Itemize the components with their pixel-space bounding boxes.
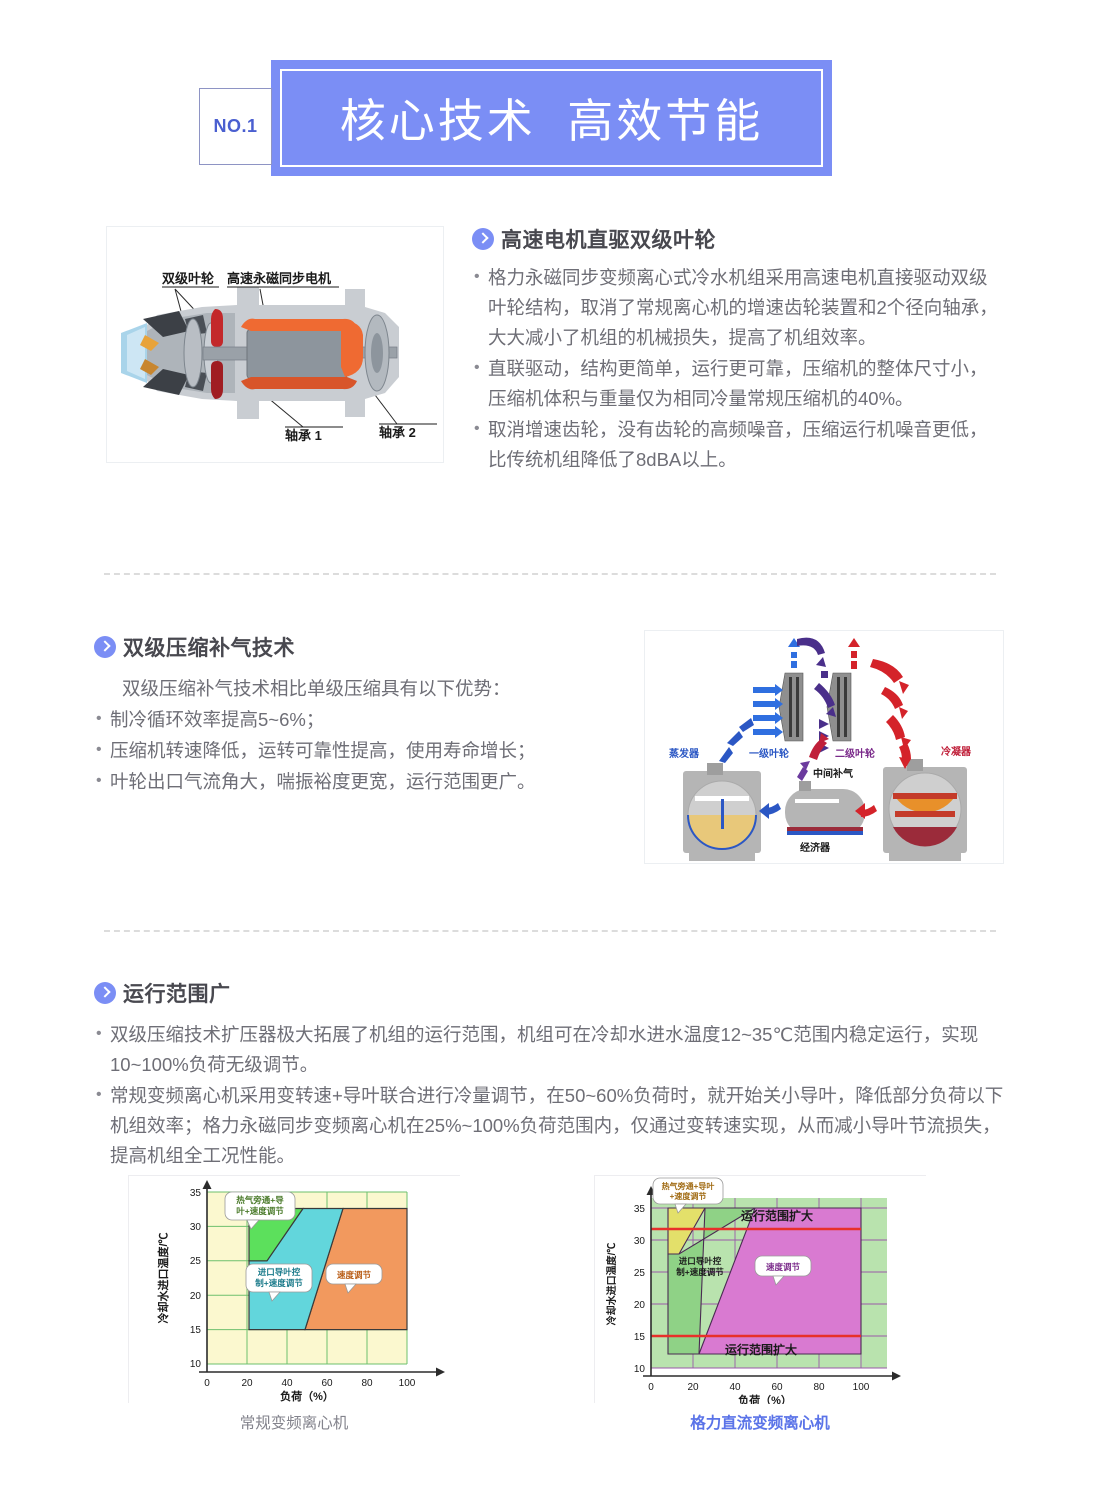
bullet-list: 双级压缩技术扩压器极大拓展了机组的运行范围，机组可在冷却水进水温度12~35℃范… (94, 1019, 1004, 1171)
header-title-inner-border: 核心技术 高效节能 (280, 69, 823, 167)
page-title: 核心技术 高效节能 (339, 95, 764, 147)
page-header: NO.1 核心技术 高效节能 (0, 0, 1100, 200)
header-title-bar: 核心技术 高效节能 (271, 60, 832, 176)
svg-text:25: 25 (634, 1268, 646, 1279)
refrigeration-cycle-figure: 蒸发器 经济器 冷凝器 一级叶轮 (644, 630, 1004, 864)
svg-text:冷凝器: 冷凝器 (941, 745, 972, 758)
svg-text:35: 35 (634, 1204, 646, 1215)
chart-conventional-vfd-centrifugal: 35 30 25 20 15 10 0 20 40 60 80 100 负荷（%… (128, 1175, 461, 1404)
svg-text:热气旁通+导: 热气旁通+导 (236, 1195, 284, 1205)
svg-text:经济器: 经济器 (800, 841, 831, 854)
svg-text:15: 15 (634, 1332, 646, 1343)
compressor-cutaway-figure: 双级叶轮 高速永磁同步电机 轴承 1 轴承 2 (106, 226, 444, 463)
list-item: 格力永磁同步变频离心式冷水机组采用高速电机直接驱动双级叶轮结构，取消了常规离心机… (472, 262, 1002, 353)
svg-text:100: 100 (399, 1378, 416, 1389)
section-number-badge: NO.1 (199, 88, 272, 165)
svg-text:60: 60 (771, 1382, 783, 1393)
svg-text:运行范围扩大: 运行范围扩大 (741, 1208, 813, 1223)
svg-text:15: 15 (190, 1325, 202, 1336)
section-number-label: NO.1 (213, 116, 258, 136)
list-item: 直联驱动，结构更简单，运行更可靠，压缩机的整体尺寸小，压缩机体积与重量仅为相同冷… (472, 353, 1002, 414)
chevron-right-icon (94, 636, 116, 658)
list-item: 制冷循环效率提高5~6%； (94, 704, 614, 735)
svg-text:20: 20 (190, 1291, 202, 1302)
svg-text:40: 40 (729, 1382, 741, 1393)
list-item: 双级压缩技术扩压器极大拓展了机组的运行范围，机组可在冷却水进水温度12~35℃范… (94, 1019, 1004, 1080)
svg-text:负荷（%）: 负荷（%） (738, 1393, 792, 1404)
svg-text:进口导叶控: 进口导叶控 (679, 1256, 722, 1266)
svg-text:20: 20 (241, 1378, 253, 1389)
svg-text:20: 20 (687, 1382, 699, 1393)
chevron-right-icon (472, 228, 494, 250)
svg-text:中间补气: 中间补气 (813, 767, 853, 780)
section-lead-text: 双级压缩补气技术相比单级压缩具有以下优势： (122, 678, 511, 699)
section-heading-label: 双级压缩补气技术 (123, 637, 295, 660)
svg-text:叶+速度调节: 叶+速度调节 (236, 1206, 284, 1216)
svg-text:+速度调节: +速度调节 (670, 1191, 707, 1201)
chart-caption-gree: 格力直流变频离心机 (690, 1415, 830, 1432)
chevron-right-icon (94, 982, 116, 1004)
svg-text:负荷（%）: 负荷（%） (280, 1389, 334, 1403)
list-item: 压缩机转速降低，运转可靠性提高，使用寿命增长； (94, 735, 614, 766)
section-direct-drive: 高速电机直驱双级叶轮 格力永磁同步变频离心式冷水机组采用高速电机直接驱动双级叶轮… (472, 224, 1002, 476)
section-heading-label: 高速电机直驱双级叶轮 (501, 229, 716, 252)
bullet-list: 格力永磁同步变频离心式冷水机组采用高速电机直接驱动双级叶轮结构，取消了常规离心机… (472, 262, 1002, 475)
svg-text:运行范围扩大: 运行范围扩大 (725, 1342, 797, 1357)
svg-text:80: 80 (813, 1382, 825, 1393)
section-heading-label: 运行范围广 (123, 983, 231, 1006)
svg-text:35: 35 (190, 1188, 202, 1199)
section-divider-2 (104, 930, 996, 932)
section-wide-operating-range: 运行范围广 双级压缩技术扩压器极大拓展了机组的运行范围，机组可在冷却水进水温度1… (94, 978, 1004, 1172)
svg-text:速度调节: 速度调节 (337, 1270, 372, 1280)
svg-text:制+速度调节: 制+速度调节 (255, 1278, 303, 1288)
svg-text:10: 10 (634, 1364, 646, 1375)
svg-text:100: 100 (853, 1382, 870, 1393)
svg-text:30: 30 (190, 1222, 202, 1233)
svg-text:冷却水进口温度/℃: 冷却水进口温度/℃ (156, 1232, 170, 1323)
svg-text:速度调节: 速度调节 (766, 1262, 801, 1272)
svg-text:二级叶轮: 二级叶轮 (835, 747, 875, 760)
svg-text:60: 60 (321, 1378, 333, 1389)
svg-text:制+速度调节: 制+速度调节 (676, 1267, 724, 1277)
svg-text:0: 0 (648, 1382, 654, 1393)
svg-text:10: 10 (190, 1359, 202, 1370)
svg-text:80: 80 (361, 1378, 373, 1389)
chart-gree-dc-vfd-centrifugal: 35 30 25 20 15 10 0 20 40 60 80 100 负荷（%… (594, 1175, 927, 1404)
svg-text:0: 0 (204, 1378, 210, 1389)
svg-text:冷却水进口温度/℃: 冷却水进口温度/℃ (605, 1243, 618, 1326)
svg-text:30: 30 (634, 1236, 646, 1247)
list-item: 常规变频离心机采用变转速+导叶联合进行冷量调节，在50~60%负荷时，就开始关小… (94, 1080, 1004, 1171)
svg-text:一级叶轮: 一级叶轮 (749, 747, 789, 760)
svg-text:双级叶轮: 双级叶轮 (162, 271, 214, 286)
svg-text:蒸发器: 蒸发器 (669, 747, 700, 760)
svg-text:20: 20 (634, 1300, 646, 1311)
svg-text:25: 25 (190, 1256, 202, 1267)
list-item: 取消增速齿轮，没有齿轮的高频噪音，压缩运行机噪音更低，比传统机组降低了8dBA以… (472, 414, 1002, 475)
chart-caption-conventional: 常规变频离心机 (239, 1415, 349, 1432)
section-divider-1 (104, 573, 996, 575)
section-heading: 运行范围广 (94, 978, 1004, 1008)
svg-text:进口导叶控: 进口导叶控 (258, 1267, 301, 1277)
section-heading: 高速电机直驱双级叶轮 (472, 224, 1002, 254)
section-heading: 双级压缩补气技术 (94, 632, 614, 662)
svg-text:轴承 1: 轴承 1 (285, 428, 322, 443)
svg-text:热气旁通+导叶: 热气旁通+导叶 (662, 1181, 715, 1191)
svg-text:轴承 2: 轴承 2 (379, 425, 416, 440)
svg-text:高速永磁同步电机: 高速永磁同步电机 (227, 271, 331, 286)
section-two-stage-vapor-injection: 双级压缩补气技术 双级压缩补气技术相比单级压缩具有以下优势： 制冷循环效率提高5… (94, 632, 614, 798)
list-item: 叶轮出口气流角大，喘振裕度更宽，运行范围更广。 (94, 766, 614, 797)
bullet-list: 制冷循环效率提高5~6%； 压缩机转速降低，运转可靠性提高，使用寿命增长； 叶轮… (94, 704, 614, 797)
svg-text:40: 40 (281, 1378, 293, 1389)
